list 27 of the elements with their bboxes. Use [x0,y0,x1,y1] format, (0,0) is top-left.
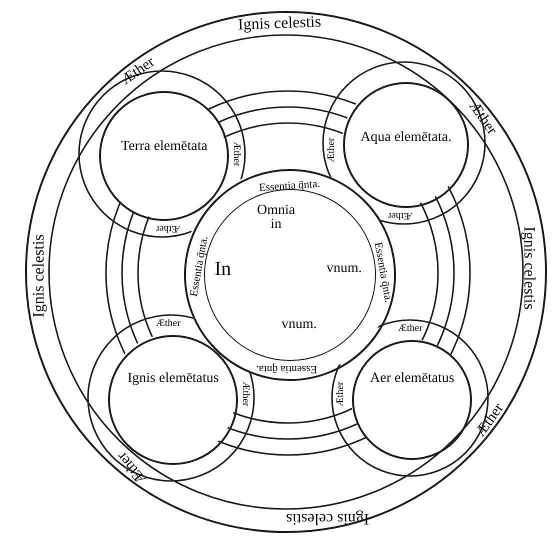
element-circle [99,91,229,221]
band-inscription: Æther [156,319,180,329]
element-name: Terra elemētata [121,140,208,154]
band-inscription: Essentia q̄nta. [371,240,393,304]
element-circle [352,340,472,460]
band-inscription: Essentia q̄nta. [256,362,317,374]
ring-inscription: Ignis celestis [520,226,536,310]
ring-inscription: Ignis celestis [31,234,48,318]
center-inscription: In [214,259,232,279]
band-inscription: Essentia q̄nta. [258,178,320,194]
element-name: Aer elemētatus [370,372,454,386]
band-inscription: Æther [231,142,242,166]
band-inscription: Æther [388,210,412,220]
band-inscription: Æther [336,382,346,406]
band-inscription: Æther [156,223,180,233]
band-inscription: Æther [327,138,338,162]
element-circle [343,82,469,208]
band-inscription: Æther [398,324,422,334]
element-name: Ignis elemētatus [128,372,219,386]
center-inscription: vnum. [326,262,362,276]
center-inscription: Omnia in [257,204,296,232]
band-inscription: Essentia q̄nta. [188,234,210,298]
ring-inscription: Ignis celestis [237,14,321,34]
ring-inscription: Ignis celestis [286,510,369,526]
center-inscription: vnum. [282,318,317,332]
element-name: Aqua elemētata. [360,131,452,145]
band-inscription: Æther [240,382,250,406]
